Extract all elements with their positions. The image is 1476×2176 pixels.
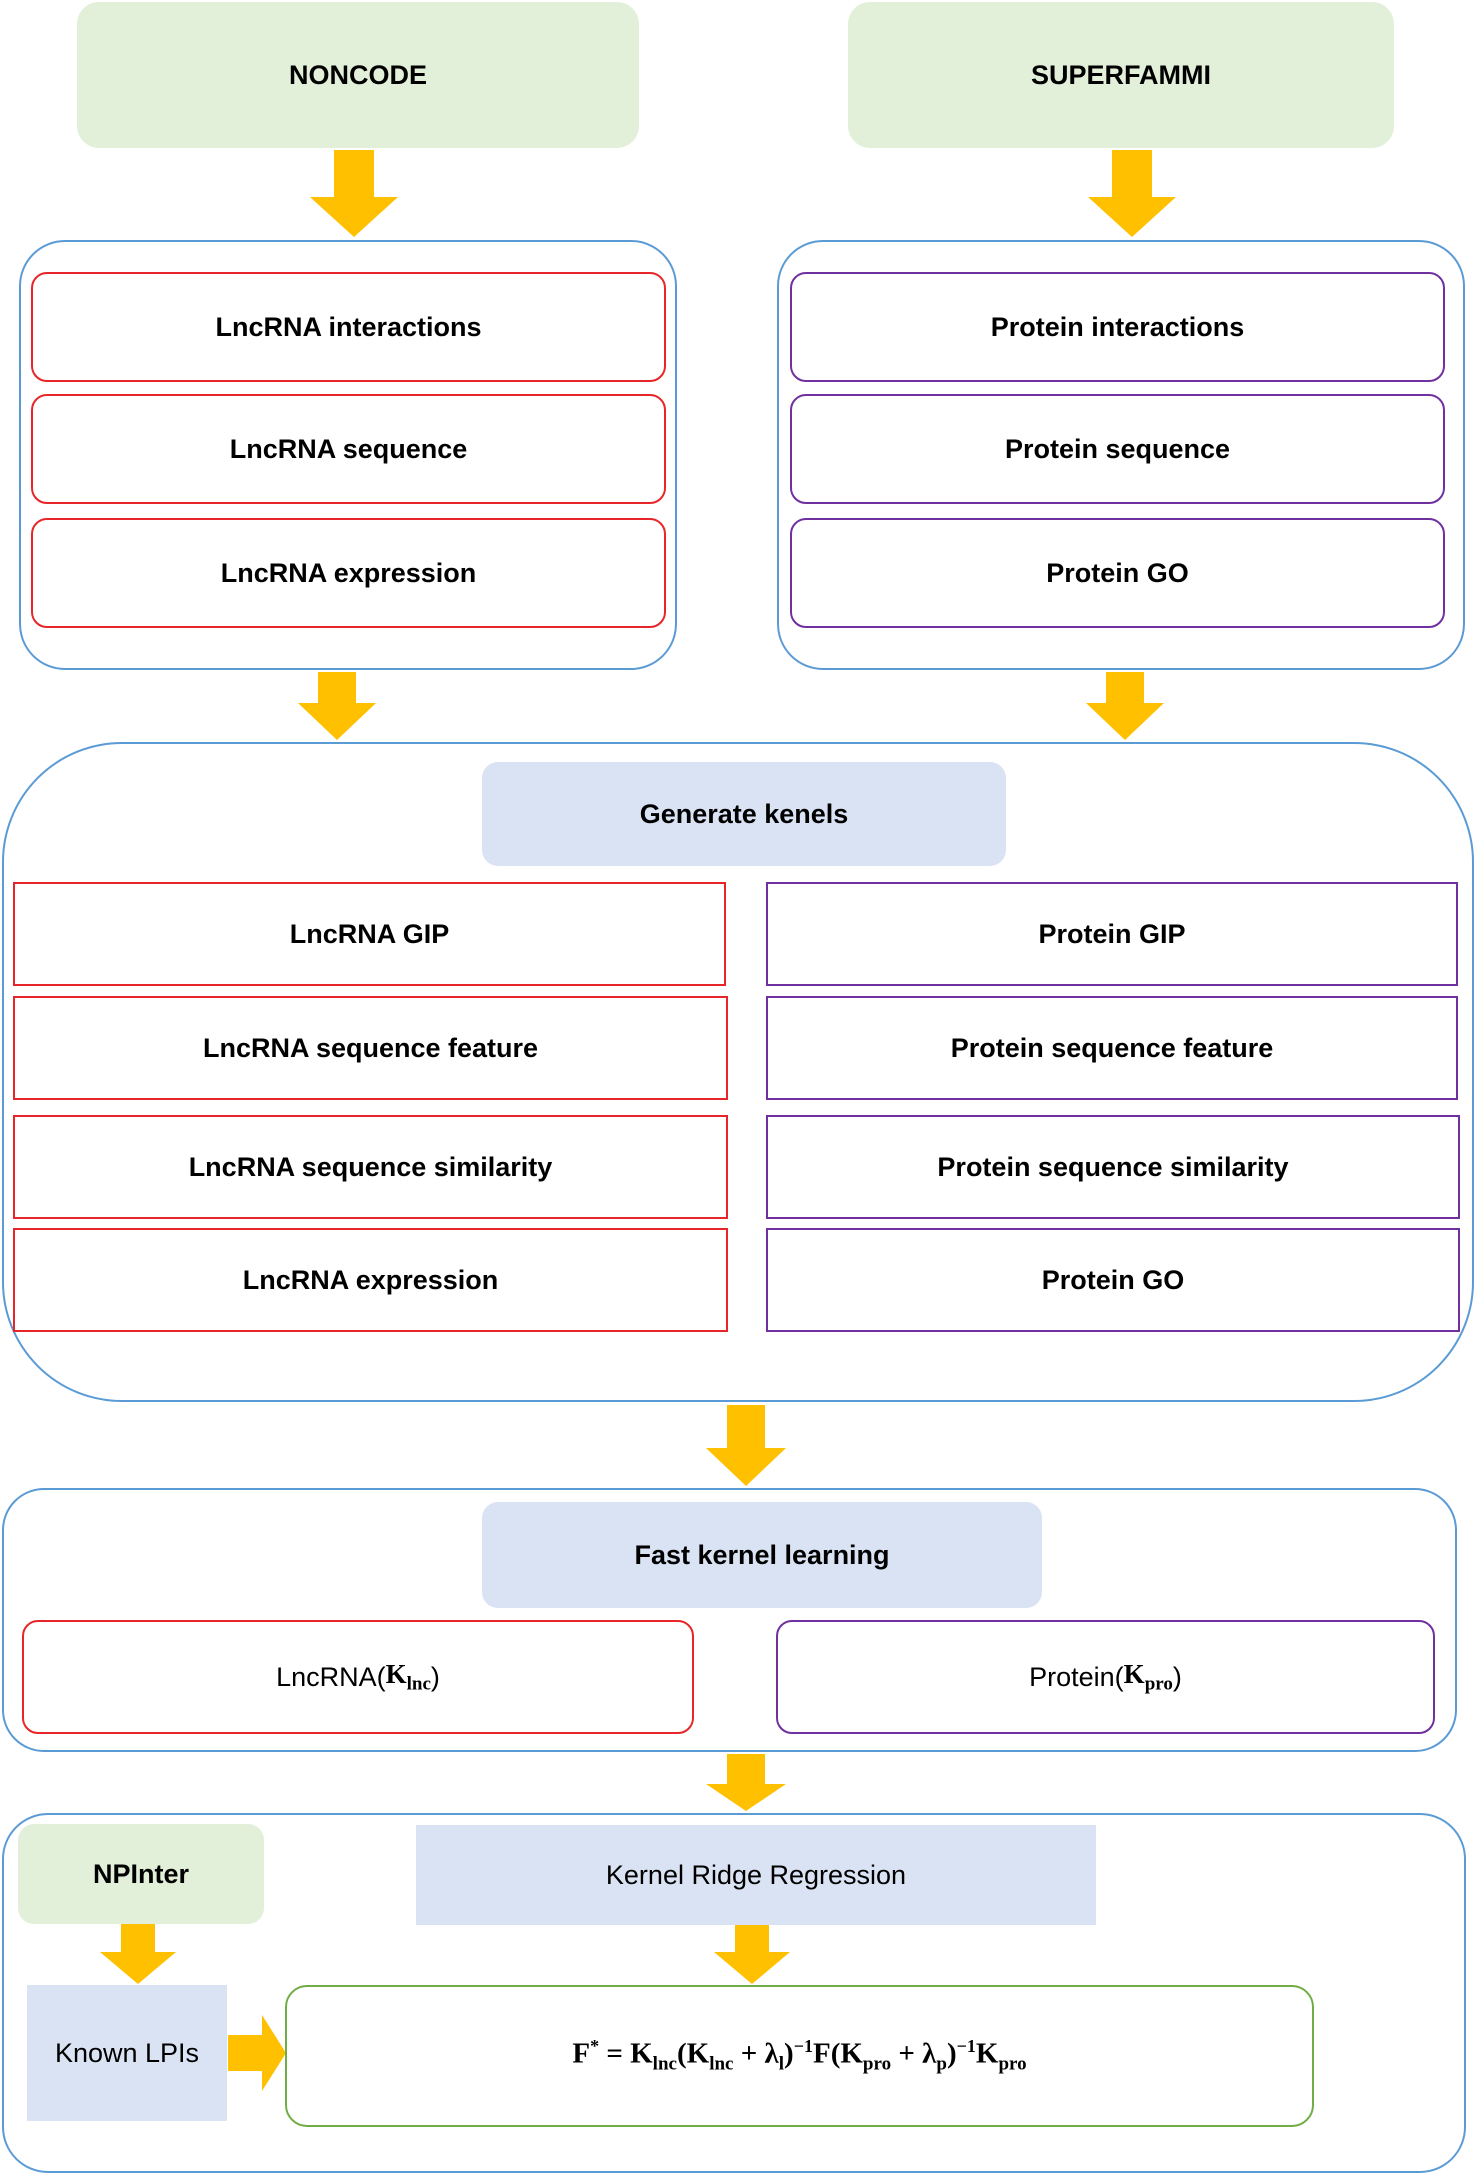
arrow-npinter-down [100, 1924, 176, 1984]
protein-data-item: Protein GO [790, 518, 1445, 628]
generate-kernels-group [2, 742, 1474, 1402]
krr-group [2, 1813, 1466, 2173]
arrow-krr-down [714, 1925, 790, 1984]
arrow-fkl-to-krr [706, 1754, 786, 1811]
lncrna-data-item: LncRNA sequence [31, 394, 666, 504]
krr-formula: F* = Klnc(Klnc + λl)−1F(Kpro + λp)−1Kpro [572, 2036, 1027, 2075]
arrow-superfammi-down [1088, 150, 1176, 237]
noncode-source: NONCODE [77, 2, 639, 148]
lncrna-kernel-item: LncRNA GIP [13, 882, 726, 986]
protein-close-paren: ) [1172, 1661, 1182, 1692]
lncrna-kernel-item: LncRNA sequence feature [13, 996, 728, 1100]
arrow-known-right [228, 2015, 286, 2091]
fast-kernel-learning-group [2, 1488, 1457, 1752]
protein-kernel-result: Protein(Kpro) [776, 1620, 1435, 1734]
lncrna-data-item: LncRNA expression [31, 518, 666, 628]
k-lnc-symbol: Klnc [385, 1658, 431, 1695]
lncrna-kernel-item: LncRNA sequence similarity [13, 1115, 728, 1219]
protein-kernel-item: Protein sequence similarity [766, 1115, 1460, 1219]
known-lpis-box: Known LPIs [27, 1985, 227, 2121]
protein-data-item: Protein interactions [790, 272, 1445, 382]
superfammi-source: SUPERFAMMI [848, 2, 1394, 148]
arrow-noncode-down [310, 150, 398, 237]
npinter-source: NPInter [18, 1824, 264, 1924]
k-pro-symbol: Kpro [1123, 1658, 1173, 1695]
arrow-protein-to-generate [1086, 672, 1164, 740]
arrow-lncrna-to-generate [298, 672, 376, 740]
protein-kernel-item: Protein sequence feature [766, 996, 1458, 1100]
fast-kernel-learning-header: Fast kernel learning [482, 1502, 1042, 1608]
lncrna-kernel-item: LncRNA expression [13, 1228, 728, 1332]
krr-header: Kernel Ridge Regression [416, 1825, 1096, 1925]
protein-result-label: Protein( [1029, 1661, 1124, 1692]
lncrna-result-label: LncRNA( [276, 1661, 386, 1692]
arrow-generate-to-fkl [706, 1405, 786, 1486]
protein-data-item: Protein sequence [790, 394, 1445, 504]
protein-kernel-item: Protein GO [766, 1228, 1460, 1332]
lncrna-kernel-result: LncRNA(Klnc) [22, 1620, 694, 1734]
lncrna-data-group [19, 240, 677, 670]
lncrna-data-item: LncRNA interactions [31, 272, 666, 382]
protein-data-group [777, 240, 1465, 670]
krr-formula-box: F* = Klnc(Klnc + λl)−1F(Kpro + λp)−1Kpro [285, 1985, 1314, 2127]
generate-kernels-header: Generate kenels [482, 762, 1006, 866]
protein-kernel-item: Protein GIP [766, 882, 1458, 986]
lncrna-close-paren: ) [430, 1661, 440, 1692]
